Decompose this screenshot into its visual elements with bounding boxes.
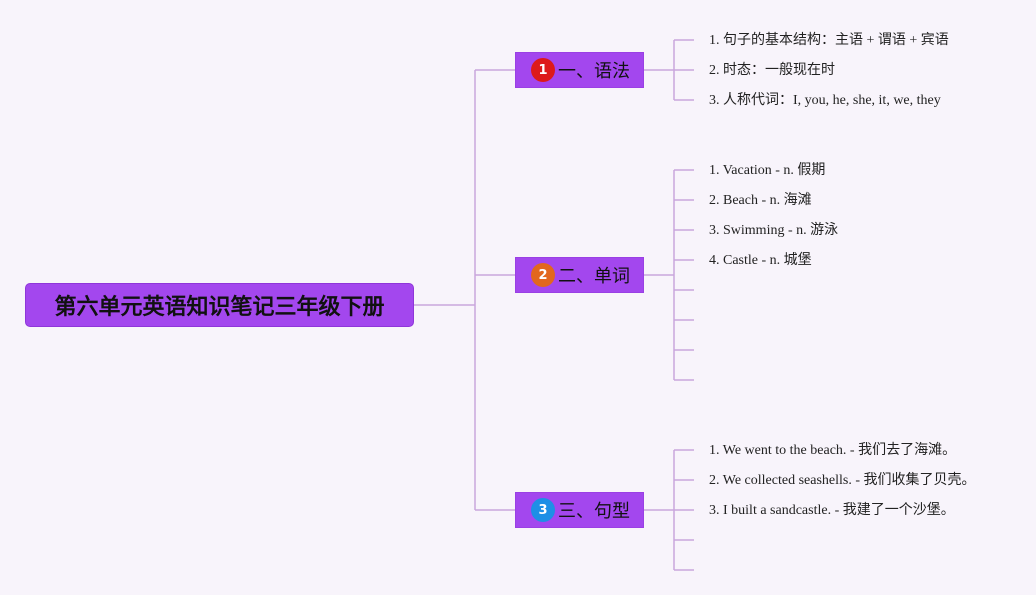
sentences-leaf-connector [644,449,694,571]
words-item-1[interactable]: 1. Vacation - n. 假期 [709,163,826,178]
branch-grammar-label: 一、语法 [558,61,630,82]
grammar-item-1[interactable]: 1. 句子的基本结构：主语 + 谓语 + 宾语 [709,33,949,48]
grammar-leaf-connector [644,39,694,101]
words-item-3[interactable]: 3. Swimming - n. 游泳 [709,223,839,238]
words-leaf-connector [644,169,694,381]
words-item-2[interactable]: 2. Beach - n. 海滩 [709,193,812,208]
badge-3-icon: 3 [531,498,555,522]
sentences-item-2[interactable]: 2. We collected seashells. - 我们收集了贝壳。 [709,473,976,488]
branch-words[interactable]: 2 二、单词 [515,257,644,293]
sentences-item-1[interactable]: 1. We went to the beach. - 我们去了海滩。 [709,443,957,458]
root-node[interactable]: 第六单元英语知识笔记三年级下册 [25,283,414,327]
branch-words-label: 二、单词 [558,266,630,287]
branch-sentences-label: 三、句型 [558,501,630,522]
words-item-4[interactable]: 4. Castle - n. 城堡 [709,253,812,268]
branch-grammar[interactable]: 1 一、语法 [515,52,644,88]
branch-sentences[interactable]: 3 三、句型 [515,492,644,528]
badge-2-icon: 2 [531,263,555,287]
grammar-item-3[interactable]: 3. 人称代词：I, you, he, she, it, we, they [709,93,941,108]
badge-1-icon: 1 [531,58,555,82]
sentences-item-3[interactable]: 3. I built a sandcastle. - 我建了一个沙堡。 [709,503,955,518]
grammar-item-2[interactable]: 2. 时态：一般现在时 [709,63,835,78]
root-title: 第六单元英语知识笔记三年级下册 [54,295,385,320]
